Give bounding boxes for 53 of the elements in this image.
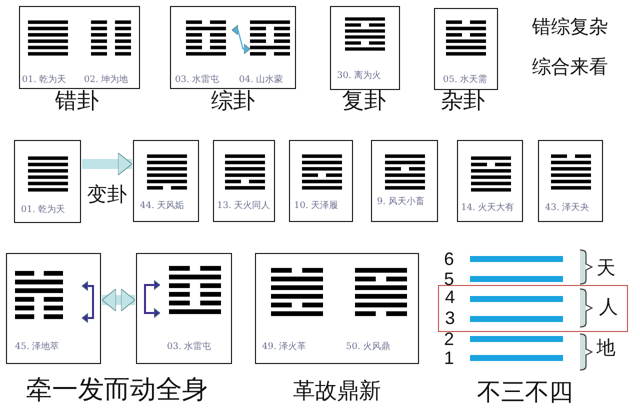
group-label: 天 [596,258,616,278]
hexagram-label: 02. 坤为地 [84,75,128,86]
hexagram-label: 05. 水天需 [443,75,488,86]
hexagram-label: 10. 天泽履 [294,201,338,212]
card-title: 复卦 [342,91,386,113]
caption: 牵一发而动全身 [26,377,208,403]
hexagram-label: 01. 乾为天 [21,205,66,216]
card-title: 杂卦 [441,91,485,113]
hexagram-card [213,140,275,222]
hexagram-label: 50. 火风鼎 [346,342,390,353]
line-number: 3 [445,309,456,327]
hexagram-label: 14. 火天大有 [461,203,514,214]
hexagram-card [330,6,400,90]
hexagram-card [14,140,81,223]
heading-text: 综合来看 [532,58,608,76]
edge-label: 变卦 [87,184,127,204]
heading-text: 错综复杂 [532,18,608,36]
card-title: 综卦 [211,91,255,113]
highlight-frame [438,285,628,332]
hexagram-label: 03. 水雷屯 [167,342,212,353]
block-arrow [102,288,136,312]
line-number: 4 [445,288,456,306]
hexagram-label: 9. 风天小畜 [377,197,424,208]
hexagram-card [434,8,498,90]
hexagram-label: 45. 泽地萃 [15,342,60,353]
group-label: 人 [599,298,618,317]
card-title: 革故鼎新 [293,381,381,403]
hexagram-card [6,253,101,364]
hexagram-label: 43. 泽天夬 [545,203,590,214]
hexagram-label: 30. 离为火 [337,71,382,82]
hexagram-card [371,140,438,222]
hexagram-card [457,140,523,222]
hexagram-label: 44. 天风姤 [140,201,184,212]
hexagram-label: 49. 泽火革 [262,342,306,353]
hexagram-card [538,140,603,222]
hexagram-card [255,253,419,364]
line-number: 2 [444,330,454,348]
hexagram-card [19,6,140,89]
hexagram-label: 13. 天火同人 [217,201,270,212]
caption: 不三不四 [477,380,573,404]
card-title: 错卦 [55,91,99,113]
block-arrow [82,152,132,176]
hexagram-label: 03. 水雷屯 [175,75,220,86]
line-number: 6 [444,250,454,268]
hexagram-label: 01. 乾为天 [22,75,66,86]
hexagram-label: 04. 山水蒙 [239,75,284,86]
hexagram-card [136,253,232,364]
hexagram-card [170,6,296,89]
hexagram-card [133,140,199,222]
line-number: 1 [444,349,454,367]
hexagram-card [289,140,353,222]
line-number: 5 [444,270,454,288]
group-label: 地 [596,338,616,358]
